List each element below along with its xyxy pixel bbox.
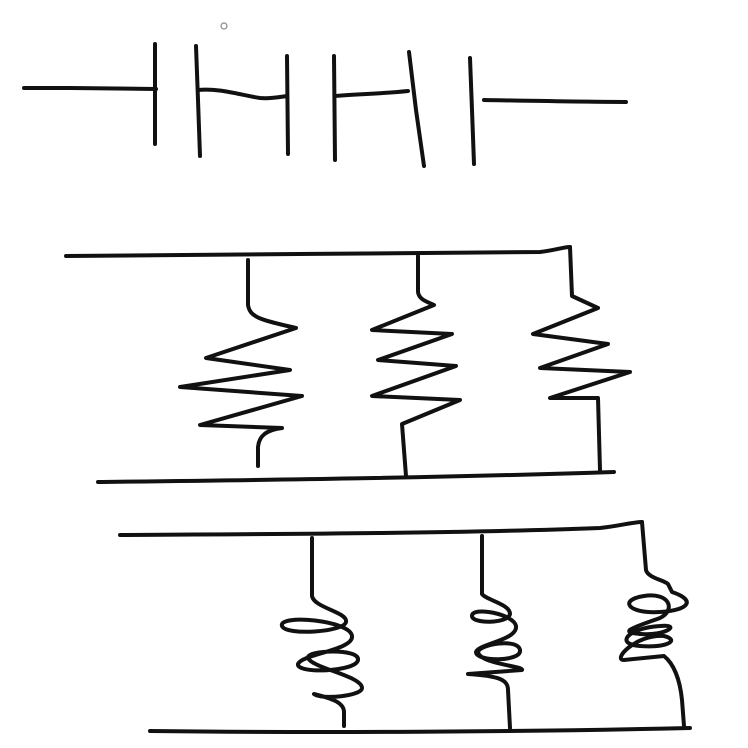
lead-wire-right: [482, 98, 628, 104]
top-rail: [64, 245, 572, 258]
capacitor-2-plate-right: [332, 54, 337, 162]
cursor-dot: [220, 22, 228, 30]
inductor-3: [618, 520, 689, 728]
capacitor-3-plate-right: [468, 56, 476, 166]
connecting-wire-1: [196, 87, 289, 101]
resistor-3: [531, 245, 632, 472]
inductor-2: [466, 534, 525, 730]
bottom-rail-2: [148, 726, 692, 734]
parallel-inductors: [118, 520, 692, 734]
capacitor-3-plate-left: [407, 50, 426, 168]
resistor-3-body: [531, 245, 632, 472]
lead-wire-left: [22, 86, 158, 91]
inductor-3-coil: [618, 520, 689, 728]
bottom-rail: [96, 470, 616, 484]
resistor-1: [178, 258, 304, 468]
inductor-1: [280, 536, 364, 728]
series-capacitors: [22, 42, 628, 168]
inductor-2-coil: [466, 534, 525, 730]
resistor-2-body: [370, 254, 462, 478]
capacitor-2: [285, 54, 337, 162]
connecting-wire-2: [333, 89, 410, 98]
capacitor-3: [407, 50, 476, 168]
parallel-resistors: [64, 245, 632, 484]
resistor-2: [370, 254, 462, 478]
inductor-1-coil: [280, 536, 364, 728]
capacitor-1-plate-right: [194, 44, 202, 158]
capacitor-2-plate-left: [285, 54, 290, 156]
resistor-1-body: [178, 258, 304, 468]
capacitor-1: [153, 42, 202, 158]
top-rail-2: [118, 520, 644, 537]
